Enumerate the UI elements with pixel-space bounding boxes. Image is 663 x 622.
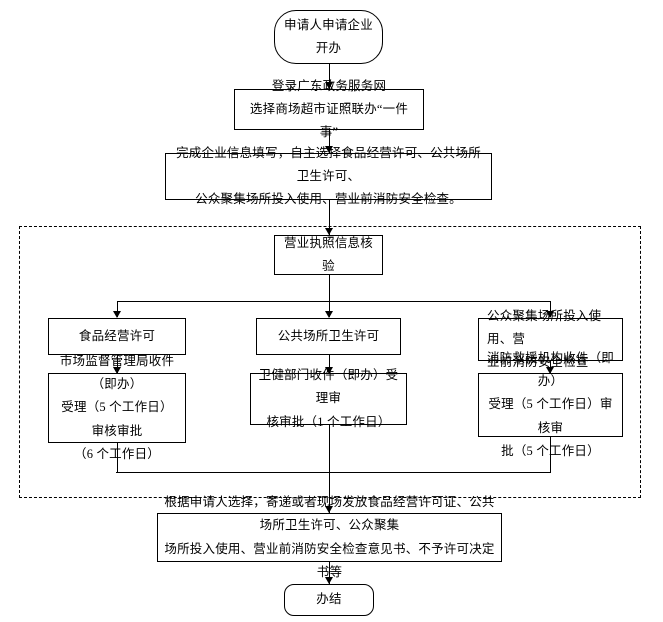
connector-fanout-right — [549, 301, 551, 317]
connector-login-to-fillinfo — [328, 130, 330, 153]
node-fill-info-line-1: 完成企业信息填写，自主选择食品经营许可、公共场所卫生许可、 — [176, 145, 481, 183]
node-branch-fire-inspection[interactable]: 公众聚集场所投入使用、营 业前消防安全检查 — [478, 309, 623, 369]
arrowhead-login — [324, 82, 333, 89]
node-branch-health-permit[interactable]: 公共场所卫生许可 — [256, 318, 401, 355]
node-process-market-bureau[interactable]: 市场监督管理局收件（即办） 受理（5 个工作日）审核审批 （6 个工作日） — [48, 354, 186, 461]
node-process-fire-agency-line-1: 消防救援机构收件（即办） — [486, 351, 614, 389]
arrowhead-branch-food — [112, 311, 121, 318]
node-verify-license-label: 营业执照信息核验 — [284, 235, 373, 273]
node-branch-food-permit-label: 食品经营许可 — [78, 328, 156, 343]
arrowhead-proc-food — [112, 367, 121, 374]
node-login[interactable]: 登录广东政务服务网 选择商场超市证照联办“一件事” — [234, 79, 424, 139]
connector-start-to-login — [328, 64, 330, 89]
arrowhead-end — [324, 577, 333, 584]
connector-health-to-proc — [328, 355, 330, 373]
node-end[interactable]: 办结 — [284, 584, 374, 616]
node-branch-food-permit[interactable]: 食品经营许可 — [48, 318, 186, 355]
node-process-market-bureau-line-2: 受理（5 个工作日）审核审批 — [61, 400, 173, 438]
node-process-fire-agency[interactable]: 消防救援机构收件（即办） 受理（5 个工作日）审核审 批（5 个工作日） — [478, 351, 623, 458]
connector-deliver-to-end — [328, 562, 330, 584]
node-process-fire-agency-line-2: 受理（5 个工作日）审核审 — [488, 397, 613, 435]
node-process-market-bureau-line-3: （6 个工作日） — [74, 446, 160, 461]
arrowhead-branch-health — [324, 311, 333, 318]
node-start-line-1: 申请人申请企业 — [284, 17, 373, 32]
node-process-fire-agency-line-3: 批（5 个工作日） — [501, 443, 600, 458]
node-process-market-bureau-line-1: 市场监督管理局收件（即办） — [59, 354, 175, 392]
connector-food-to-proc — [116, 355, 118, 373]
arrowhead-verify — [324, 228, 333, 235]
connector-fillinfo-to-verify — [328, 200, 330, 235]
connector-fanout-center — [328, 301, 330, 317]
node-login-line-2: 选择商场超市证照联办“一件事” — [249, 101, 409, 140]
node-branch-health-permit-label: 公共场所卫生许可 — [277, 328, 380, 343]
arrowhead-branch-fire — [545, 311, 554, 318]
node-fill-info[interactable]: 完成企业信息填写，自主选择食品经营许可、公共场所卫生许可、 公众聚集场所投入使用… — [165, 146, 492, 206]
connector-procfood-down — [116, 443, 118, 473]
connector-merge-center-down — [328, 425, 330, 520]
arrowhead-fillinfo — [324, 146, 333, 153]
node-process-health-dept[interactable]: 卫健部门收件（即办）受理审 核审批（1 个工作日） — [250, 368, 407, 429]
connector-verify-down — [328, 275, 330, 302]
arrowhead-deliver — [324, 506, 333, 513]
connector-fanout-bus — [117, 301, 550, 303]
node-deliver-certificates[interactable]: 根据申请人选择，寄递或者现场发放食品经营许可证、公共场所卫生许可、公众聚集 场所… — [157, 495, 502, 579]
node-start-line-2: 开办 — [315, 41, 342, 55]
node-start[interactable]: 申请人申请企业 开办 — [274, 10, 383, 64]
node-process-health-dept-line-2: 核审批（1 个工作日） — [266, 414, 391, 429]
connector-procfire-down — [549, 437, 551, 473]
node-verify-license[interactable]: 营业执照信息核验 — [274, 235, 383, 275]
node-process-health-dept-line-1: 卫健部门收件（即办）受理审 — [258, 368, 399, 406]
node-end-label: 办结 — [316, 592, 342, 607]
parallel-approval-group — [19, 226, 641, 498]
node-deliver-certificates-line-1: 根据申请人选择，寄递或者现场发放食品经营许可证、公共场所卫生许可、公众聚集 — [164, 495, 495, 533]
node-fill-info-line-2: 公众聚集场所投入使用、营业前消防安全检查。 — [195, 192, 462, 207]
connector-fanout-left — [116, 301, 118, 317]
connector-merge-bus — [116, 472, 550, 474]
node-deliver-certificates-line-2: 场所投入使用、营业前消防安全检查意见书、不予许可决定书等 — [164, 541, 495, 579]
arrowhead-proc-fire — [545, 367, 554, 374]
arrowhead-proc-health — [324, 367, 333, 374]
node-branch-fire-inspection-line-2: 业前消防安全检查 — [487, 355, 589, 370]
node-login-line-1: 登录广东政务服务网 — [271, 78, 387, 93]
node-branch-fire-inspection-line-1: 公众聚集场所投入使用、营 — [487, 308, 602, 346]
